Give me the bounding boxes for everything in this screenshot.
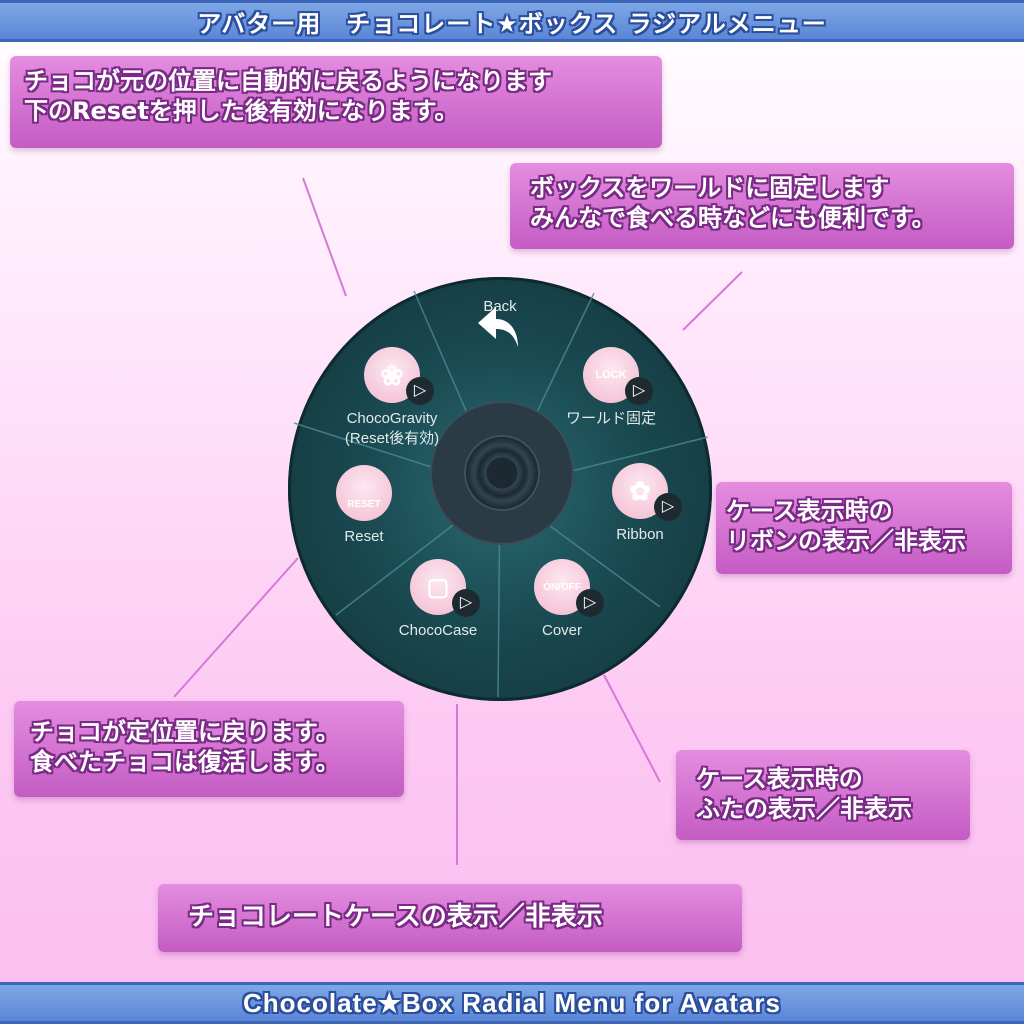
menu-item-choco-gravity[interactable]: ❀ ▷ ChocoGravity (Reset後有効) (328, 347, 456, 449)
case-glyph: ▢ (426, 573, 450, 601)
flower-glyph: ❀ (380, 359, 404, 391)
note-reset: チョコが定位置に戻ります。 食べたチョコは復活します。 (14, 701, 404, 797)
line-reset (173, 557, 299, 698)
play-icon: ▷ (576, 589, 604, 617)
menu-item-ribbon[interactable]: ✿ ▷ Ribbon (600, 463, 682, 545)
menu-item-reset-label: Reset (344, 528, 384, 545)
play-icon: ▷ (452, 589, 480, 617)
lock-icon: LOCK ▷ (583, 347, 653, 405)
flower-icon: ❀ ▷ (364, 347, 434, 405)
note-gravity: チョコが元の位置に自動的に戻るようになります 下のResetを押した後有効になり… (10, 56, 662, 148)
back-arrow-icon (478, 307, 518, 347)
on-off-icon-text: ON/OFF (543, 581, 581, 593)
menu-item-cover[interactable]: ON/OFF ▷ Cover (528, 559, 604, 641)
reset-icon-text: RESET (347, 498, 381, 510)
header-title: アバター用 チョコレート★ボックス ラジアルメニュー (197, 9, 827, 38)
note-world-lock-line1: ボックスをワールドに固定します (530, 174, 890, 202)
menu-item-choco-case-label: ChocoCase (398, 622, 478, 639)
play-icon: ▷ (654, 493, 682, 521)
note-gravity-line2: 下のResetを押した後有効になります。 (24, 97, 459, 125)
note-world-lock-line2: みんなで食べる時などにも便利です。 (530, 204, 936, 232)
menu-item-choco-case[interactable]: ▢ ▷ ChocoCase (390, 559, 486, 641)
footer-title: Chocolate★Box Radial Menu for Avatars (242, 987, 782, 1018)
on-off-icon: ON/OFF ▷ (534, 559, 604, 617)
note-cover: ケース表示時の ふたの表示／非表示 (676, 750, 970, 840)
note-case-line1: チョコレートケースの表示／非表示 (188, 902, 603, 932)
note-reset-line2: 食べたチョコは復活します。 (30, 748, 340, 776)
center-ring-icon (466, 437, 538, 509)
ribbon-icon: ✿ ▷ (612, 463, 682, 521)
menu-item-choco-gravity-sublabel: (Reset後有効) (344, 430, 440, 447)
lock-icon-text: LOCK (595, 369, 627, 381)
line-cover (603, 674, 661, 783)
menu-item-world-lock-label: ワールド固定 (565, 410, 656, 427)
play-icon: ▷ (625, 377, 653, 405)
menu-item-cover-label: Cover (541, 622, 582, 639)
note-reset-line1: チョコが定位置に戻ります。 (30, 718, 340, 746)
line-world-lock (682, 271, 743, 331)
note-ribbon: ケース表示時の リボンの表示／非表示 (716, 482, 1012, 574)
note-gravity-line1: チョコが元の位置に自動的に戻るようになります (24, 67, 552, 95)
footer-banner: Chocolate★Box Radial Menu for Avatars (0, 982, 1024, 1024)
ribbon-glyph: ✿ (629, 475, 651, 506)
menu-item-back-label: Back (483, 298, 517, 315)
menu-item-back[interactable]: Back (470, 297, 530, 347)
menu-item-choco-gravity-label: ChocoGravity (346, 410, 438, 427)
radial-center[interactable] (432, 403, 572, 543)
note-cover-line2: ふたの表示／非表示 (696, 795, 912, 823)
menu-item-world-lock[interactable]: LOCK ▷ ワールド固定 (556, 347, 666, 429)
radial-menu: Back LOCK ▷ ワールド固定 ✿ ▷ Ribbon ON/OFF ▷ C… (288, 277, 712, 701)
note-case: チョコレートケースの表示／非表示 (158, 884, 742, 952)
menu-item-ribbon-label: Ribbon (616, 526, 664, 543)
case-icon: ▢ ▷ (410, 559, 480, 617)
header-banner: アバター用 チョコレート★ボックス ラジアルメニュー (0, 0, 1024, 42)
reset-icon: RESET (336, 465, 392, 521)
note-ribbon-line1: ケース表示時の (726, 497, 893, 525)
note-world-lock: ボックスをワールドに固定します みんなで食べる時などにも便利です。 (510, 163, 1014, 249)
line-gravity (302, 177, 347, 297)
note-cover-line1: ケース表示時の (696, 765, 863, 793)
play-icon: ▷ (406, 377, 434, 405)
note-ribbon-line2: リボンの表示／非表示 (726, 527, 966, 555)
menu-item-reset[interactable]: RESET Reset (330, 465, 398, 547)
